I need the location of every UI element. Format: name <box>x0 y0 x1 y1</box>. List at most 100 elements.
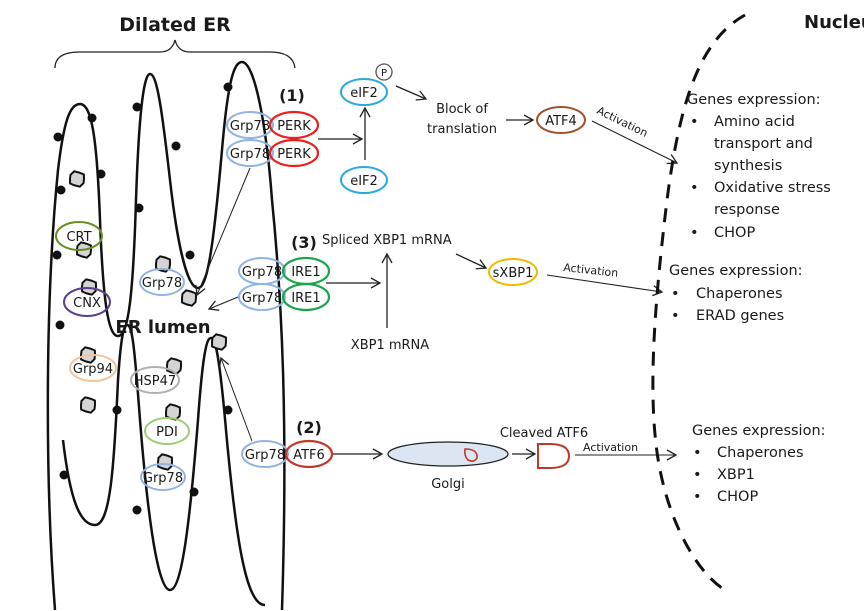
grp78-label: Grp78 <box>230 119 270 134</box>
lumen-protein-crt: CRT <box>55 221 103 251</box>
unfolded-protein-icon <box>80 278 98 296</box>
sxbp1-label: sXBP1 <box>493 266 534 281</box>
eif2-phosphorylated: eIF2 P <box>340 63 393 106</box>
perk-pathway-number: (1) <box>279 86 305 105</box>
perk-label: PERK <box>277 119 311 134</box>
genes-title: Genes expression: <box>692 423 826 439</box>
gene-item: ERAD genes <box>696 308 784 324</box>
bullet: • <box>671 308 680 324</box>
lumen-protein-grp94: Grp94 <box>69 354 117 382</box>
gene-item: Amino acid <box>714 114 795 130</box>
gene-item: CHOP <box>717 489 758 505</box>
atf6-label: ATF6 <box>293 448 325 463</box>
ire1-gene-expression: Genes expression: • Chaperones • ERAD ge… <box>669 263 803 324</box>
block-of-translation-line2: translation <box>427 122 497 137</box>
ire1-pathway-number: (3) <box>291 233 317 252</box>
ribosome-dot <box>87 113 97 123</box>
sxbp1-activation-arrow <box>546 274 664 297</box>
spliced-xbp1-label: Spliced XBP1 mRNA <box>322 233 452 248</box>
nucleus-title: Nucleus <box>804 12 864 33</box>
unfolded-protein-icon <box>156 453 174 471</box>
bullet: • <box>690 114 699 130</box>
er-membrane <box>46 60 286 611</box>
atf6-activation-label: Activation <box>583 441 638 454</box>
perk-label: PERK <box>277 147 311 162</box>
ribosome-dot <box>132 505 142 515</box>
eif2-p-label: eIF2 <box>350 86 378 101</box>
cnx-label: CNX <box>73 296 101 311</box>
spliced-to-sxbp1-arrow <box>455 253 488 270</box>
eif2-to-block-arrow <box>395 85 428 101</box>
grp78-label: Grp78 <box>230 147 270 162</box>
gene-item-cont: response <box>714 202 780 218</box>
pdi-label: PDI <box>156 425 178 440</box>
dilated-er-title: Dilated ER <box>119 14 231 36</box>
genes-title: Genes expression: <box>687 92 821 108</box>
ribosome-dot <box>185 250 195 260</box>
atf4-node: ATF4 <box>536 106 586 134</box>
lumen-protein-grp78-b: Grp78 <box>140 463 186 491</box>
gene-item-cont: transport and <box>714 136 813 152</box>
unfolded-protein-icon <box>210 333 228 351</box>
unfolded-protein-icon <box>68 170 86 188</box>
grp78-label: Grp78 <box>245 448 285 463</box>
atf4-label: ATF4 <box>545 114 577 129</box>
gene-item: Chaperones <box>717 445 804 461</box>
perk-receptor-2: Grp78 PERK <box>226 138 320 168</box>
atf6-receptor: Grp78 ATF6 <box>241 439 334 469</box>
block-of-translation-line1: Block of <box>436 102 488 117</box>
ribosome-dot <box>132 102 142 112</box>
unfolded-protein-icon <box>180 289 198 307</box>
ribosome-dot <box>53 132 63 142</box>
bullet: • <box>690 180 699 196</box>
grp94-label: Grp94 <box>73 362 113 377</box>
phosphate-label: P <box>381 68 387 79</box>
ire1-receptor-1: Grp78 IRE1 <box>238 256 331 286</box>
phosphate-icon <box>375 63 393 81</box>
grp78-label: Grp78 <box>242 265 282 280</box>
atf6-gene-expression: Genes expression: • Chaperones • XBP1 • … <box>692 423 826 505</box>
ribosome-dot <box>223 405 233 415</box>
lumen-protein-cnx: CNX <box>63 287 111 317</box>
nuclear-envelope <box>651 13 746 592</box>
genes-title: Genes expression: <box>669 263 803 279</box>
lumen-protein-hsp47: HSP47 <box>130 366 180 394</box>
atf6-fragment-icon <box>464 448 478 462</box>
er-lumen-label: ER lumen <box>115 317 210 338</box>
ribosome-dot <box>112 405 122 415</box>
grp78-a-label: Grp78 <box>142 276 182 291</box>
sxbp1-node: sXBP1 <box>488 258 538 286</box>
dilated-er-brace <box>54 39 296 69</box>
atf6-pathway-number: (2) <box>296 418 322 437</box>
cleaved-atf6-label: Cleaved ATF6 <box>500 426 588 441</box>
lumen-protein-grp78-a: Grp78 <box>139 268 185 296</box>
ire1-label: IRE1 <box>291 265 320 280</box>
cleaved-atf6-shape <box>537 443 571 469</box>
perk-release-arrow <box>195 167 251 297</box>
ribosome-dot <box>171 141 181 151</box>
unfolded-protein-icon <box>79 396 97 414</box>
ribosome-dots <box>52 82 233 515</box>
unfolded-protein-icon <box>154 255 172 273</box>
ire1-label: IRE1 <box>291 291 320 306</box>
gene-item-cont: synthesis <box>714 158 782 174</box>
ribosome-dot <box>134 203 144 213</box>
ribosome-dot <box>52 250 62 260</box>
sxbp1-activation-label: Activation <box>563 261 619 280</box>
ribosome-dot <box>59 470 69 480</box>
atf4-activation-label: Activation <box>595 104 650 140</box>
eif2-unphosphorylated: eIF2 <box>340 166 388 194</box>
ribosome-dot <box>55 320 65 330</box>
ribosome-dot <box>189 487 199 497</box>
perk-gene-expression: Genes expression: • Amino acid transport… <box>687 92 831 241</box>
ire1-receptor-2: Grp78 IRE1 <box>238 282 331 312</box>
ribosome-dot <box>96 169 106 179</box>
ribosome-dot <box>223 82 233 92</box>
crt-label: CRT <box>66 230 91 245</box>
ribosome-dot <box>56 185 66 195</box>
golgi <box>387 441 509 467</box>
bullet: • <box>671 286 680 302</box>
eif2-label: eIF2 <box>350 174 378 189</box>
bullet: • <box>693 445 702 461</box>
